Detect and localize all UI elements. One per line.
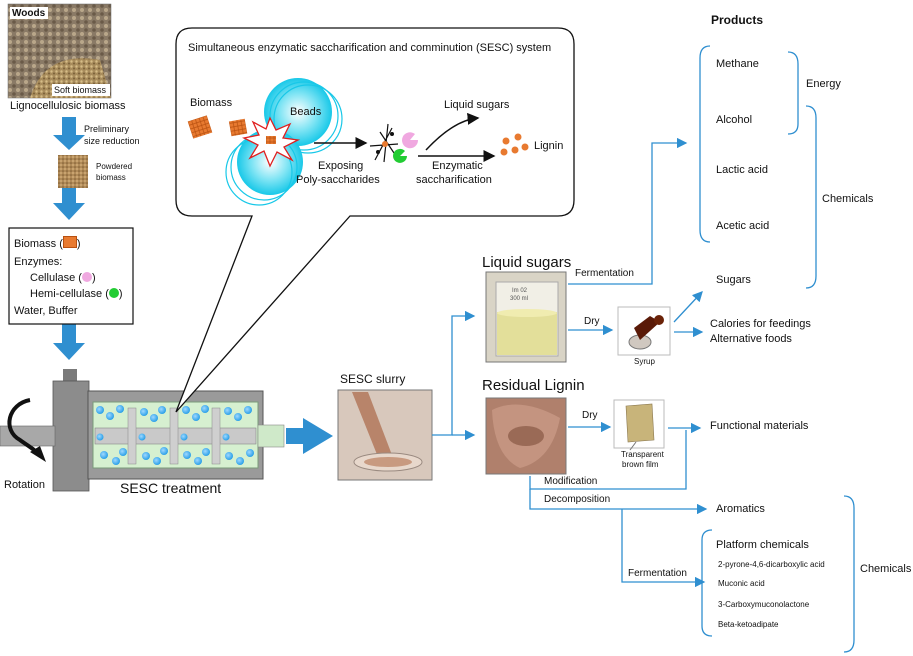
decomposition-label: Decomposition bbox=[544, 494, 611, 505]
product-calories: Calories for feedings bbox=[710, 318, 811, 330]
fermentation-label-top: Fermentation bbox=[575, 268, 634, 279]
lignin-dots bbox=[500, 133, 529, 156]
input-hemicellulase: Hemi-cellulase () bbox=[30, 288, 123, 300]
fermentation-line-top bbox=[568, 137, 688, 285]
input-cellulase: Cellulase () bbox=[30, 272, 96, 284]
product-acetic-acid: Acetic acid bbox=[716, 220, 770, 232]
input-biomass-close: ) bbox=[76, 238, 81, 250]
cellulase-pacman bbox=[402, 132, 419, 149]
input-cellulase-text: Cellulase ( bbox=[30, 272, 82, 284]
input-enzymes: Enzymes: bbox=[14, 256, 63, 268]
product-methane: Methane bbox=[716, 58, 759, 70]
bracket-platform bbox=[701, 529, 713, 637]
fermentation-label-bottom: Fermentation bbox=[628, 568, 687, 579]
bubble-title: Simultaneous enzymatic saccharification … bbox=[188, 42, 552, 54]
bracket-products-left bbox=[699, 45, 711, 243]
woods-label-bg bbox=[10, 7, 48, 19]
bubble-exposing-1: Exposing bbox=[318, 160, 364, 172]
bubble-lignin: Lignin bbox=[534, 140, 564, 152]
product-functional-materials: Functional materials bbox=[710, 420, 809, 432]
bracket-energy bbox=[787, 51, 799, 135]
product-alcohol: Alcohol bbox=[716, 114, 753, 126]
hemicellulase-pacman bbox=[393, 148, 407, 163]
woods-label: Woods bbox=[12, 8, 46, 19]
preliminary-label-1: Preliminary bbox=[84, 124, 130, 134]
dry-label-syrup: Dry bbox=[584, 316, 600, 327]
dry-label-film: Dry bbox=[582, 410, 598, 421]
input-hemicellulase-close: ) bbox=[118, 288, 123, 300]
beaker-text-1: Im 02 bbox=[512, 288, 528, 294]
bubble-beads-label: Beads bbox=[290, 106, 322, 118]
sesc-treatment-label: SESC treatment bbox=[120, 480, 222, 496]
film-label-2: brown film bbox=[622, 460, 659, 469]
input-biomass: Biomass () bbox=[14, 236, 81, 250]
slurry-to-liquid-line bbox=[432, 310, 476, 436]
beaker-text-2: 300 ml bbox=[510, 296, 529, 302]
powdered-label-1: Powdered bbox=[96, 162, 133, 171]
film-label-1: Transparent bbox=[621, 450, 664, 459]
product-lactic-acid: Lactic acid bbox=[716, 164, 768, 176]
powdered-biomass-photo bbox=[58, 155, 88, 188]
product-beta-ketoadipate: Beta-ketoadipate bbox=[718, 620, 779, 629]
sesc-slurry-label: SESC slurry bbox=[340, 372, 406, 386]
chemicals-label-top: Chemicals bbox=[822, 193, 874, 205]
soft-biomass-label: Soft biomass bbox=[54, 85, 107, 95]
rotation-arrowhead bbox=[30, 446, 46, 462]
preliminary-label-2: size reduction bbox=[84, 136, 140, 146]
product-pdc: 2-pyrone-4,6-dicarboxylic acid bbox=[718, 560, 825, 569]
exposed-polysaccharides bbox=[369, 123, 399, 163]
platform-chemicals-label: Platform chemicals bbox=[716, 539, 809, 551]
powdered-label-2: biomass bbox=[96, 173, 126, 182]
bracket-chemicals-top bbox=[805, 105, 817, 289]
soft-biomass-label-bg bbox=[52, 84, 110, 96]
biomass-chip-icon bbox=[62, 236, 77, 248]
input-hemicellulase-text: Hemi-cellulase ( bbox=[30, 288, 109, 300]
fermentation-line-bottom bbox=[621, 509, 706, 588]
machine-beads bbox=[96, 405, 254, 465]
product-carboxymuconolactone: 3-Carboxymuconolactone bbox=[718, 600, 810, 609]
product-sugars: Sugars bbox=[716, 274, 751, 286]
hemicellulase-icon bbox=[108, 288, 119, 298]
lignocellulosic-label: Lignocellulosic biomass bbox=[10, 100, 126, 112]
syrup-label: Syrup bbox=[634, 357, 655, 366]
left-down-arrows bbox=[53, 117, 85, 360]
input-biomass-text: Biomass ( bbox=[14, 238, 63, 250]
liquid-sugars-label: Liquid sugars bbox=[482, 254, 572, 271]
bubble-enzymatic-1: Enzymatic bbox=[432, 160, 483, 172]
residual-lignin-label: Residual Lignin bbox=[482, 377, 585, 394]
sesc-machine bbox=[0, 369, 333, 492]
chemicals-label-bottom: Chemicals bbox=[860, 563, 912, 575]
cellulase-icon bbox=[81, 272, 92, 282]
bubble-biomass-chip-1 bbox=[187, 115, 213, 139]
bubble-enzymatic-2: saccharification bbox=[416, 174, 492, 186]
rotation-label: Rotation bbox=[4, 479, 45, 491]
input-cellulase-close: ) bbox=[91, 272, 96, 284]
bubble-liquid-sugars: Liquid sugars bbox=[444, 99, 510, 111]
bubble-exposing-2: Poly-saccharides bbox=[296, 174, 380, 186]
modification-line bbox=[529, 430, 687, 490]
product-aromatics: Aromatics bbox=[716, 503, 765, 515]
product-muconic-acid: Muconic acid bbox=[718, 579, 765, 588]
energy-label: Energy bbox=[806, 78, 841, 90]
bubble-biomass-chip-2 bbox=[228, 118, 248, 137]
input-water-buffer: Water, Buffer bbox=[14, 305, 78, 317]
modification-label: Modification bbox=[544, 476, 598, 487]
decomposition-line bbox=[529, 489, 708, 515]
products-heading: Products bbox=[711, 13, 764, 27]
bracket-chemicals-bottom bbox=[843, 495, 855, 653]
product-alternative-foods: Alternative foods bbox=[710, 333, 792, 345]
bubble-biomass-label: Biomass bbox=[190, 97, 233, 109]
